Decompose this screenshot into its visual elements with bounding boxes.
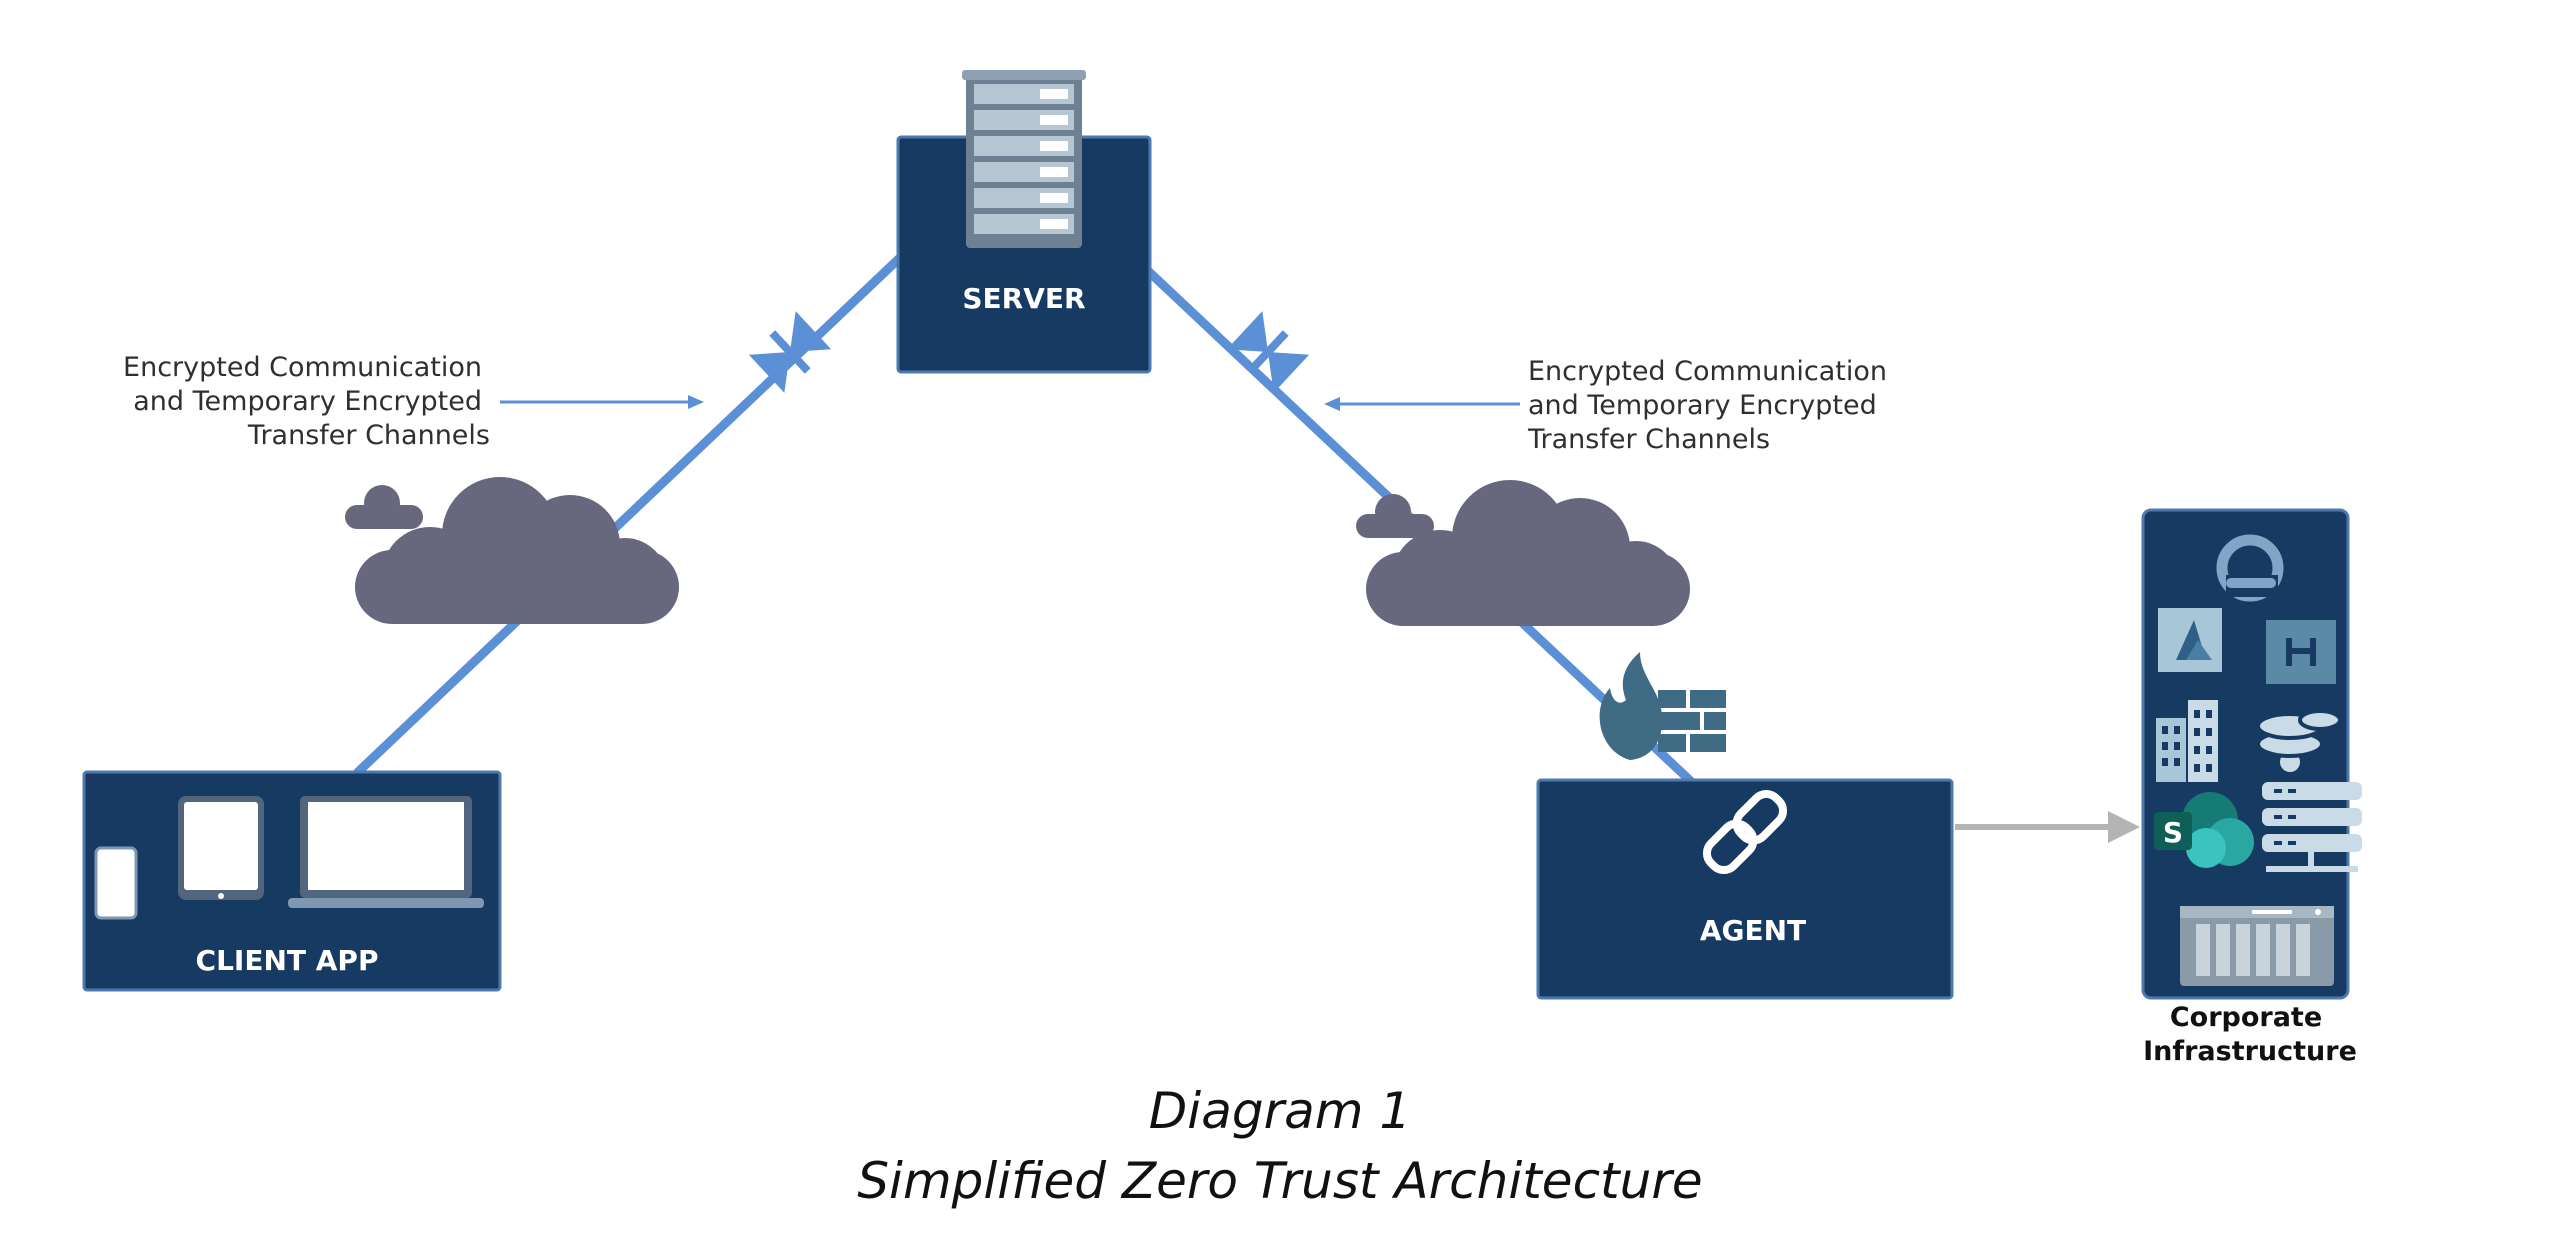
azure-icon	[2158, 608, 2222, 672]
agent-box	[1536, 778, 1954, 1000]
left-cloud-icon	[345, 477, 679, 624]
right-cloud-icon	[1356, 480, 1690, 626]
kubernetes-icon	[2266, 620, 2336, 684]
sharepoint-icon: S	[2154, 792, 2254, 868]
right-encryption-valve-icon	[1226, 311, 1310, 393]
corporate-infrastructure-node: S Corporate Infrastructure	[2141, 508, 2362, 1067]
tablet-icon	[178, 796, 264, 900]
google-cloud-icon	[2216, 534, 2284, 602]
left-annotation-line-3: Transfer Channels	[247, 420, 490, 451]
database-icon	[2256, 709, 2342, 776]
server-stack-icon	[962, 70, 1086, 248]
infrastructure-label-line-1: Corporate	[2170, 1002, 2322, 1033]
nas-storage-icon	[2180, 906, 2334, 986]
left-annotation-line-2: and Temporary Encrypted	[133, 386, 482, 417]
right-annotation-arrowhead	[1324, 397, 1340, 411]
infrastructure-label-line-2: Infrastructure	[2143, 1036, 2357, 1067]
diagram-caption-title: Diagram 1	[1148, 1082, 1412, 1140]
agent-to-infrastructure-arrow	[1955, 811, 2140, 843]
phone-icon	[94, 846, 138, 920]
right-annotation-line-3: Transfer Channels	[1527, 424, 1770, 455]
right-annotation: Encrypted Communication and Temporary En…	[1324, 356, 1887, 455]
client-app-label: CLIENT APP	[196, 944, 379, 977]
laptop-icon	[288, 796, 484, 908]
left-annotation: Encrypted Communication and Temporary En…	[123, 352, 704, 451]
server-node: SERVER	[896, 70, 1152, 374]
server-rack-icon	[2262, 782, 2362, 872]
right-annotation-line-2: and Temporary Encrypted	[1528, 390, 1877, 421]
left-annotation-line-1: Encrypted Communication	[123, 352, 482, 383]
left-encryption-valve-icon	[748, 311, 832, 393]
office-building-icon	[2156, 700, 2218, 782]
client-app-node: CLIENT APP	[82, 770, 502, 992]
left-annotation-arrowhead	[688, 395, 704, 409]
firewall-icon	[1599, 652, 1726, 760]
agent-node: AGENT	[1536, 778, 1954, 1000]
agent-label: AGENT	[1700, 914, 1806, 947]
right-annotation-line-1: Encrypted Communication	[1528, 356, 1887, 387]
diagram-caption-subtitle: Simplified Zero Trust Architecture	[857, 1152, 1703, 1210]
svg-text:S: S	[2163, 816, 2183, 849]
chain-link-icon	[1702, 789, 1788, 875]
server-label: SERVER	[962, 282, 1085, 315]
